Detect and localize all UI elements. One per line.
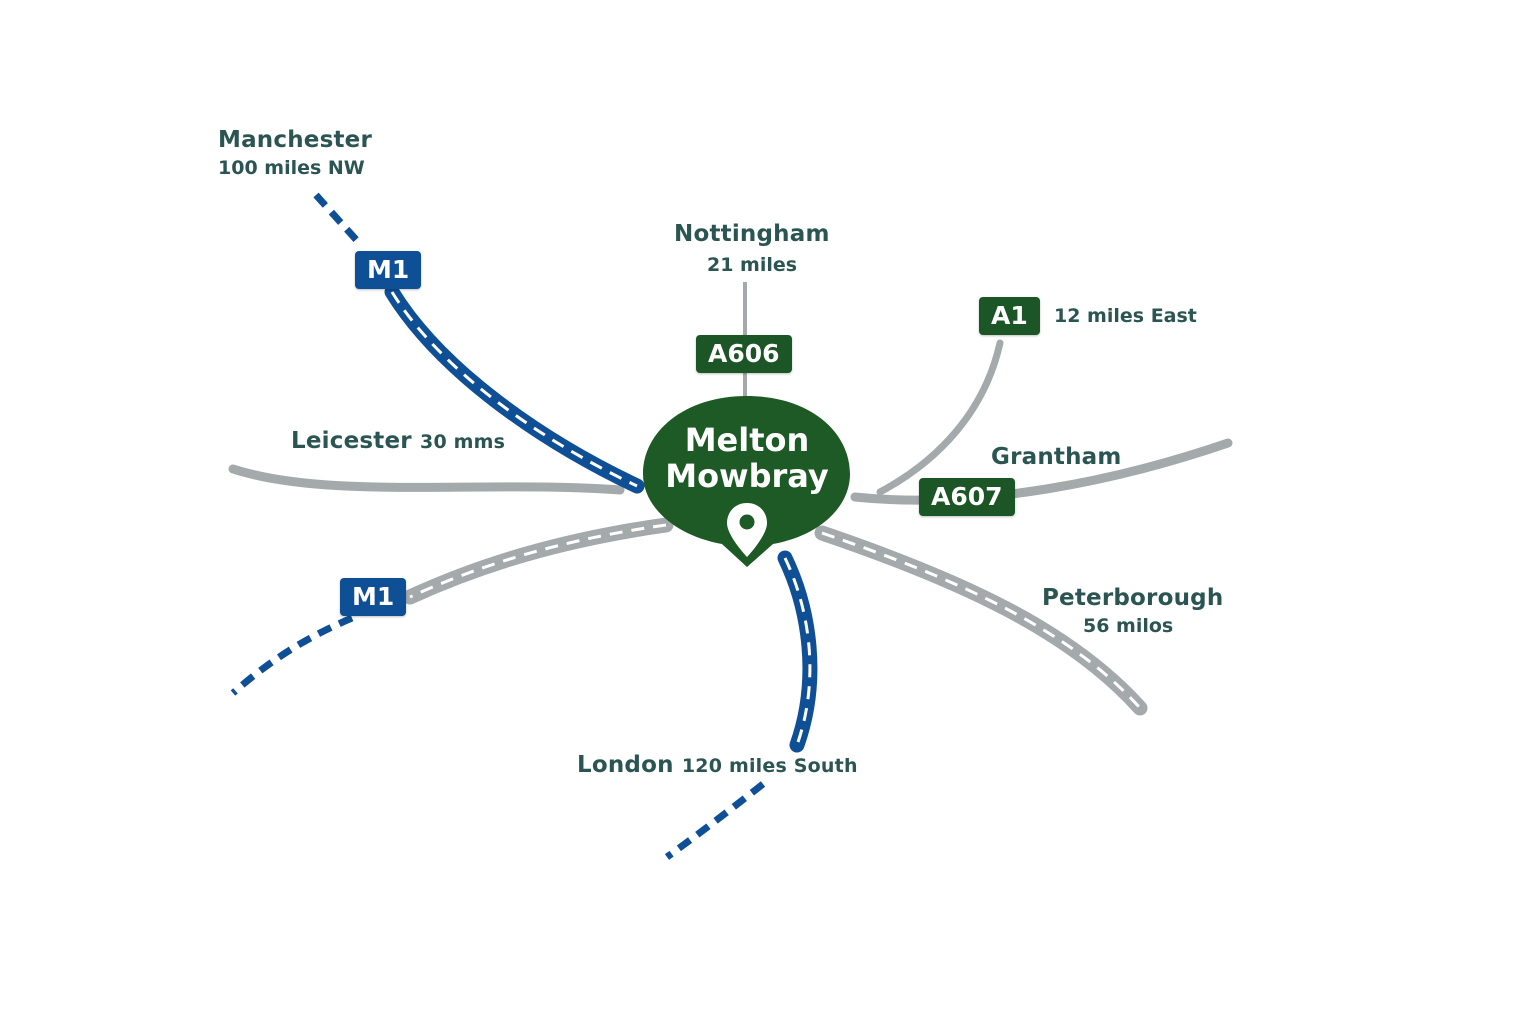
location-pin-icon <box>727 503 767 557</box>
leicester-name: Leicester <box>291 428 412 454</box>
shield-m1-north: M1 <box>355 251 422 289</box>
road-m1-northwest-dashed <box>313 192 363 247</box>
road-leicester <box>228 464 625 495</box>
road-m1-northwest <box>384 284 645 494</box>
road-m1-southwest-dashed <box>230 614 354 696</box>
center-name-line1: Melton <box>684 421 810 459</box>
london-distance: 120 miles South <box>681 755 858 777</box>
shield-m1-south: M1 <box>340 578 407 616</box>
leicester-distance: 30 mms <box>420 431 506 453</box>
road-london <box>777 550 818 753</box>
manchester-distance: 100 miles NW <box>218 157 365 179</box>
peterborough-distance: 56 milos <box>1083 615 1174 637</box>
shield-a607: A607 <box>919 478 1015 516</box>
road-m1-southwest <box>402 517 674 605</box>
london-name: London <box>577 752 674 778</box>
leicester-label: Leicester 30 mms <box>291 428 505 454</box>
a1-distance: 12 miles East <box>1054 305 1197 327</box>
road-london-dashed <box>664 781 766 860</box>
road-peterborough <box>814 525 1148 716</box>
london-label: London 120 miles South <box>577 752 858 778</box>
center-label: Melton Mowbray <box>640 422 854 494</box>
peterborough-label: Peterborough <box>1042 585 1224 611</box>
shield-a1: A1 <box>979 297 1040 335</box>
manchester-label: Manchester <box>218 127 373 153</box>
nottingham-label: Nottingham <box>674 221 830 247</box>
center-name-line2: Mowbray <box>665 457 829 495</box>
road-a607-grantham <box>850 438 1233 505</box>
road-a1-branch <box>876 339 1004 496</box>
grantham-label: Grantham <box>991 444 1122 470</box>
center-marker <box>643 396 850 567</box>
shield-a606: A606 <box>696 335 792 373</box>
nottingham-distance: 21 miles <box>707 254 798 276</box>
